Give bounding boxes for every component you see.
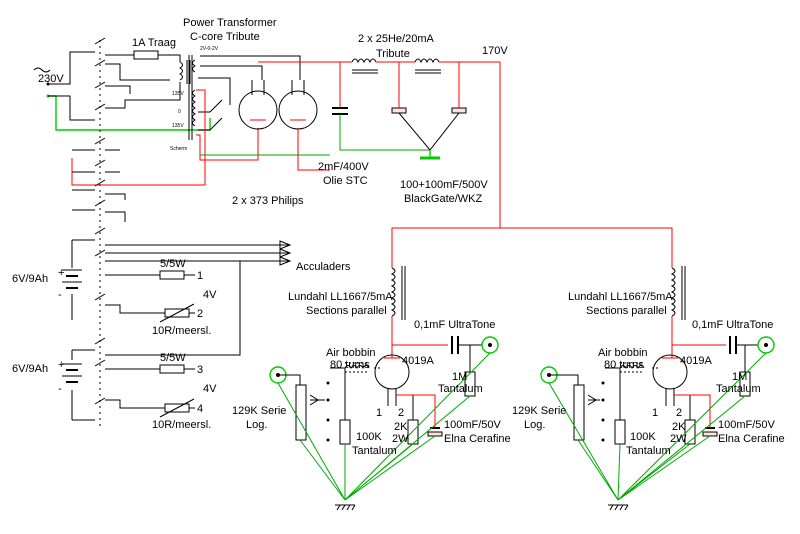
res-5w-1-label: 5/5W: [160, 258, 186, 270]
right-coupling-label: 0,1mF UltraTone: [692, 319, 773, 331]
rectifier-tubes: [238, 61, 341, 171]
left-1m-label: 1M: [452, 371, 467, 383]
left-100k-label: 100K: [356, 431, 382, 443]
right-100mf-label: 100mF/50V: [718, 419, 776, 431]
meter-2-label: 10R/meersl.: [152, 419, 211, 431]
power-transformer-label: Power Transformer: [183, 17, 277, 29]
left-1m-type-label: Tantalum: [438, 383, 483, 395]
labels: Power Transformer C-core Tribute 1A Traa…: [12, 17, 785, 457]
battery-2-plus: +: [58, 359, 64, 371]
left-turns-label: 80 turns: [330, 359, 370, 371]
mains-label: 230V: [38, 73, 64, 85]
meter-1-label: 10R/meersl.: [152, 325, 211, 337]
right-elna-label: Elna Cerafine: [718, 433, 785, 445]
right-1m-label: 1M: [732, 371, 747, 383]
right-100k-label: 100K: [630, 431, 656, 443]
left-pot-log-label: Log.: [246, 419, 267, 431]
cap-bg-type-label: BlackGate/WKZ: [404, 193, 483, 205]
cap-bg-value-label: 100+100mF/500V: [400, 179, 488, 191]
left-channel: [269, 266, 499, 511]
right-pot-log-label: Log.: [524, 419, 545, 431]
choke-brand-label: Tribute: [376, 48, 410, 60]
left-pin2-label: 2: [398, 407, 404, 419]
secondary-tap-label: 2V-0-2V: [200, 46, 219, 52]
cap-oil-value-label: 2mF/400V: [318, 161, 369, 173]
battery-1-label: 6V/9Ah: [12, 273, 48, 285]
left-tube-label: 4019A: [402, 355, 434, 367]
battery-2-minus: -: [58, 383, 62, 395]
res-5w-2-label: 5/5W: [160, 352, 186, 364]
right-pin2-label: 2: [676, 407, 682, 419]
output-1-label: 1: [197, 270, 203, 282]
b-plus-label: 170V: [482, 45, 508, 57]
left-transformer-label: Lundahl LL1667/5mA: [288, 291, 393, 303]
hv-filter: [332, 58, 673, 268]
right-2k-label: 2K: [672, 421, 686, 433]
fuse: [133, 50, 159, 60]
right-100k-type-label: Tantalum: [626, 445, 671, 457]
battery-section: [62, 137, 292, 421]
left-elna-label: Elna Cerafine: [444, 433, 511, 445]
fuse-label: 1A Traag: [132, 37, 176, 49]
left-2w-label: 2W: [392, 433, 409, 445]
right-1m-type-label: Tantalum: [716, 383, 761, 395]
v4-2-label: 4V: [203, 383, 217, 395]
left-100k-type-label: Tantalum: [352, 445, 397, 457]
output-3-label: 3: [197, 364, 203, 376]
power-transformer: [71, 55, 330, 186]
choke-label: 2 x 25He/20mA: [358, 33, 434, 45]
battery-1-minus: -: [58, 289, 62, 301]
c-core-label: C-core Tribute: [190, 31, 260, 43]
accu-label: Acculaders: [296, 261, 351, 273]
right-turns-label: 80 turns: [604, 359, 644, 371]
left-2k-label: 2K: [394, 421, 408, 433]
battery-1-plus: +: [58, 267, 64, 279]
mains-section: [33, 37, 211, 430]
left-bobbin-label: Air bobbin: [326, 347, 376, 359]
output-2-label: 2: [197, 308, 203, 320]
right-bobbin-label: Air bobbin: [598, 347, 648, 359]
left-sections-label: Sections parallel: [306, 305, 387, 317]
left-pin1-label: 1: [376, 407, 382, 419]
tap-0-label: 0: [178, 109, 181, 115]
tap-135-bottom-label: 135V: [172, 123, 184, 129]
cap-oil-type-label: Olie STC: [323, 175, 368, 187]
left-pot-label: 129K Serie: [232, 405, 286, 417]
right-2w-label: 2W: [670, 433, 687, 445]
right-pot-label: 129K Serie: [512, 405, 566, 417]
battery-2-label: 6V/9Ah: [12, 363, 48, 375]
right-tube-label: 4019A: [680, 355, 712, 367]
shield-label: Scherm: [170, 146, 187, 152]
right-sections-label: Sections parallel: [586, 305, 667, 317]
right-pin1-label: 1: [652, 407, 658, 419]
rectifier-label: 2 x 373 Philips: [232, 195, 304, 207]
right-channel: [540, 266, 775, 511]
right-transformer-label: Lundahl LL1667/5mA: [568, 291, 673, 303]
left-100mf-label: 100mF/50V: [444, 419, 502, 431]
left-coupling-label: 0,1mF UltraTone: [414, 319, 495, 331]
output-4-label: 4: [197, 403, 203, 415]
v4-1-label: 4V: [203, 289, 217, 301]
tap-135-top-label: 135V: [172, 91, 184, 97]
